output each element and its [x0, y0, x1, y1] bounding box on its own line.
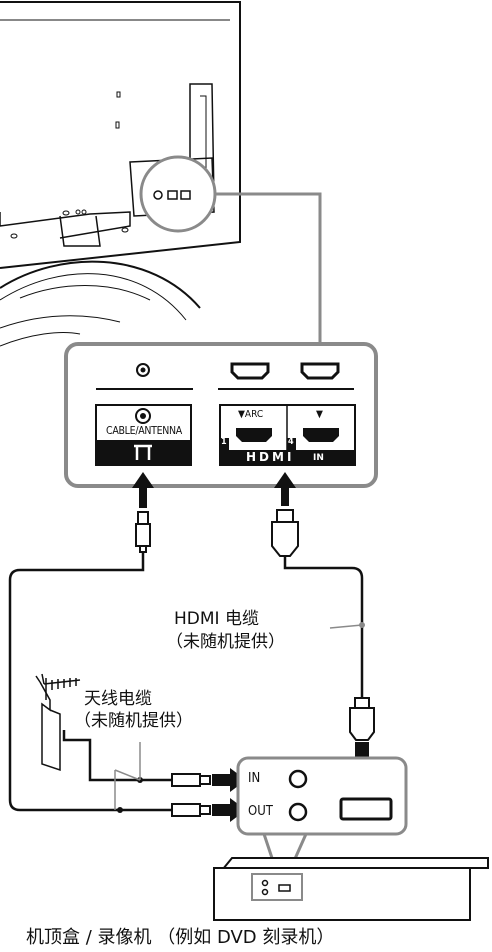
tv-terminal-panel — [64, 342, 378, 488]
antenna-cable-label: 天线电缆 — [84, 689, 152, 709]
set-top-box-illustration — [213, 857, 489, 921]
device-in-label: IN — [248, 771, 261, 786]
zoom-leader-lines — [215, 192, 322, 346]
cable-antenna-label: CABLE/ANTENNA — [106, 425, 182, 437]
coax-connector-out — [171, 803, 211, 817]
hdmi-port-2-label: ▼ — [316, 409, 323, 420]
hdmi-port-icon — [300, 362, 340, 380]
out-jack-icon — [288, 802, 308, 822]
hdmi-port-4-icon — [303, 428, 339, 442]
rf-jack-icon — [136, 363, 150, 377]
hdmi-cable-connector-top — [271, 509, 299, 557]
roof-antenna-icon — [35, 673, 81, 772]
zoom-circle — [139, 155, 217, 233]
hdmi-port-number-1: 1 — [221, 437, 227, 447]
hdmi-port-icon — [230, 362, 270, 380]
device-terminal-panel — [236, 756, 408, 836]
signal-arrows-up — [132, 472, 296, 508]
cable-lines — [8, 552, 364, 812]
hdmi-cable-note: （未随机提供） — [166, 632, 285, 652]
antenna-cable-connector-top — [135, 511, 151, 553]
arc-label: ▼ARC — [238, 409, 264, 420]
coax-jack-icon — [135, 408, 151, 424]
device-caption: 机顶盒 / 录像机 （例如 DVD 刻录机） — [26, 927, 335, 948]
coax-connector-in — [171, 773, 211, 787]
hdmi-cable-connector-bottom — [349, 697, 375, 741]
hdmi-in-label: IN — [313, 453, 324, 463]
antenna-cable-note: （未随机提供） — [74, 711, 193, 731]
hdmi-logo: HDMI — [246, 450, 295, 464]
hdmi-cable-label: HDMI 电缆 — [174, 609, 259, 629]
hdmi-port-1-icon — [236, 428, 272, 442]
device-out-label: OUT — [248, 804, 273, 819]
in-jack-icon — [288, 769, 308, 789]
hdmi-port-number-4: 4 — [288, 437, 294, 447]
hdmi-out-port-icon — [339, 797, 393, 821]
